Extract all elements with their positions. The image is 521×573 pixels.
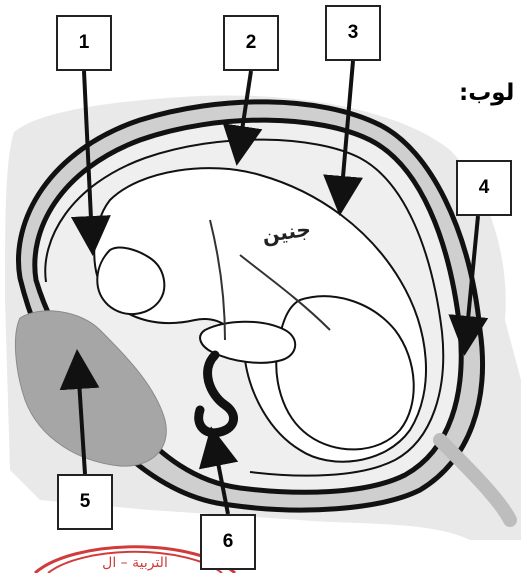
label-box-3: 3	[325, 5, 381, 61]
header-text: لوب:	[459, 80, 521, 106]
label-box-4: 4	[456, 160, 512, 216]
label-box-2: 2	[223, 15, 279, 71]
label-box-6: 6	[200, 514, 256, 570]
label-box-1: 1	[56, 15, 112, 71]
stamp-text: التربية – ال	[102, 555, 168, 571]
label-box-5: 5	[57, 474, 113, 530]
